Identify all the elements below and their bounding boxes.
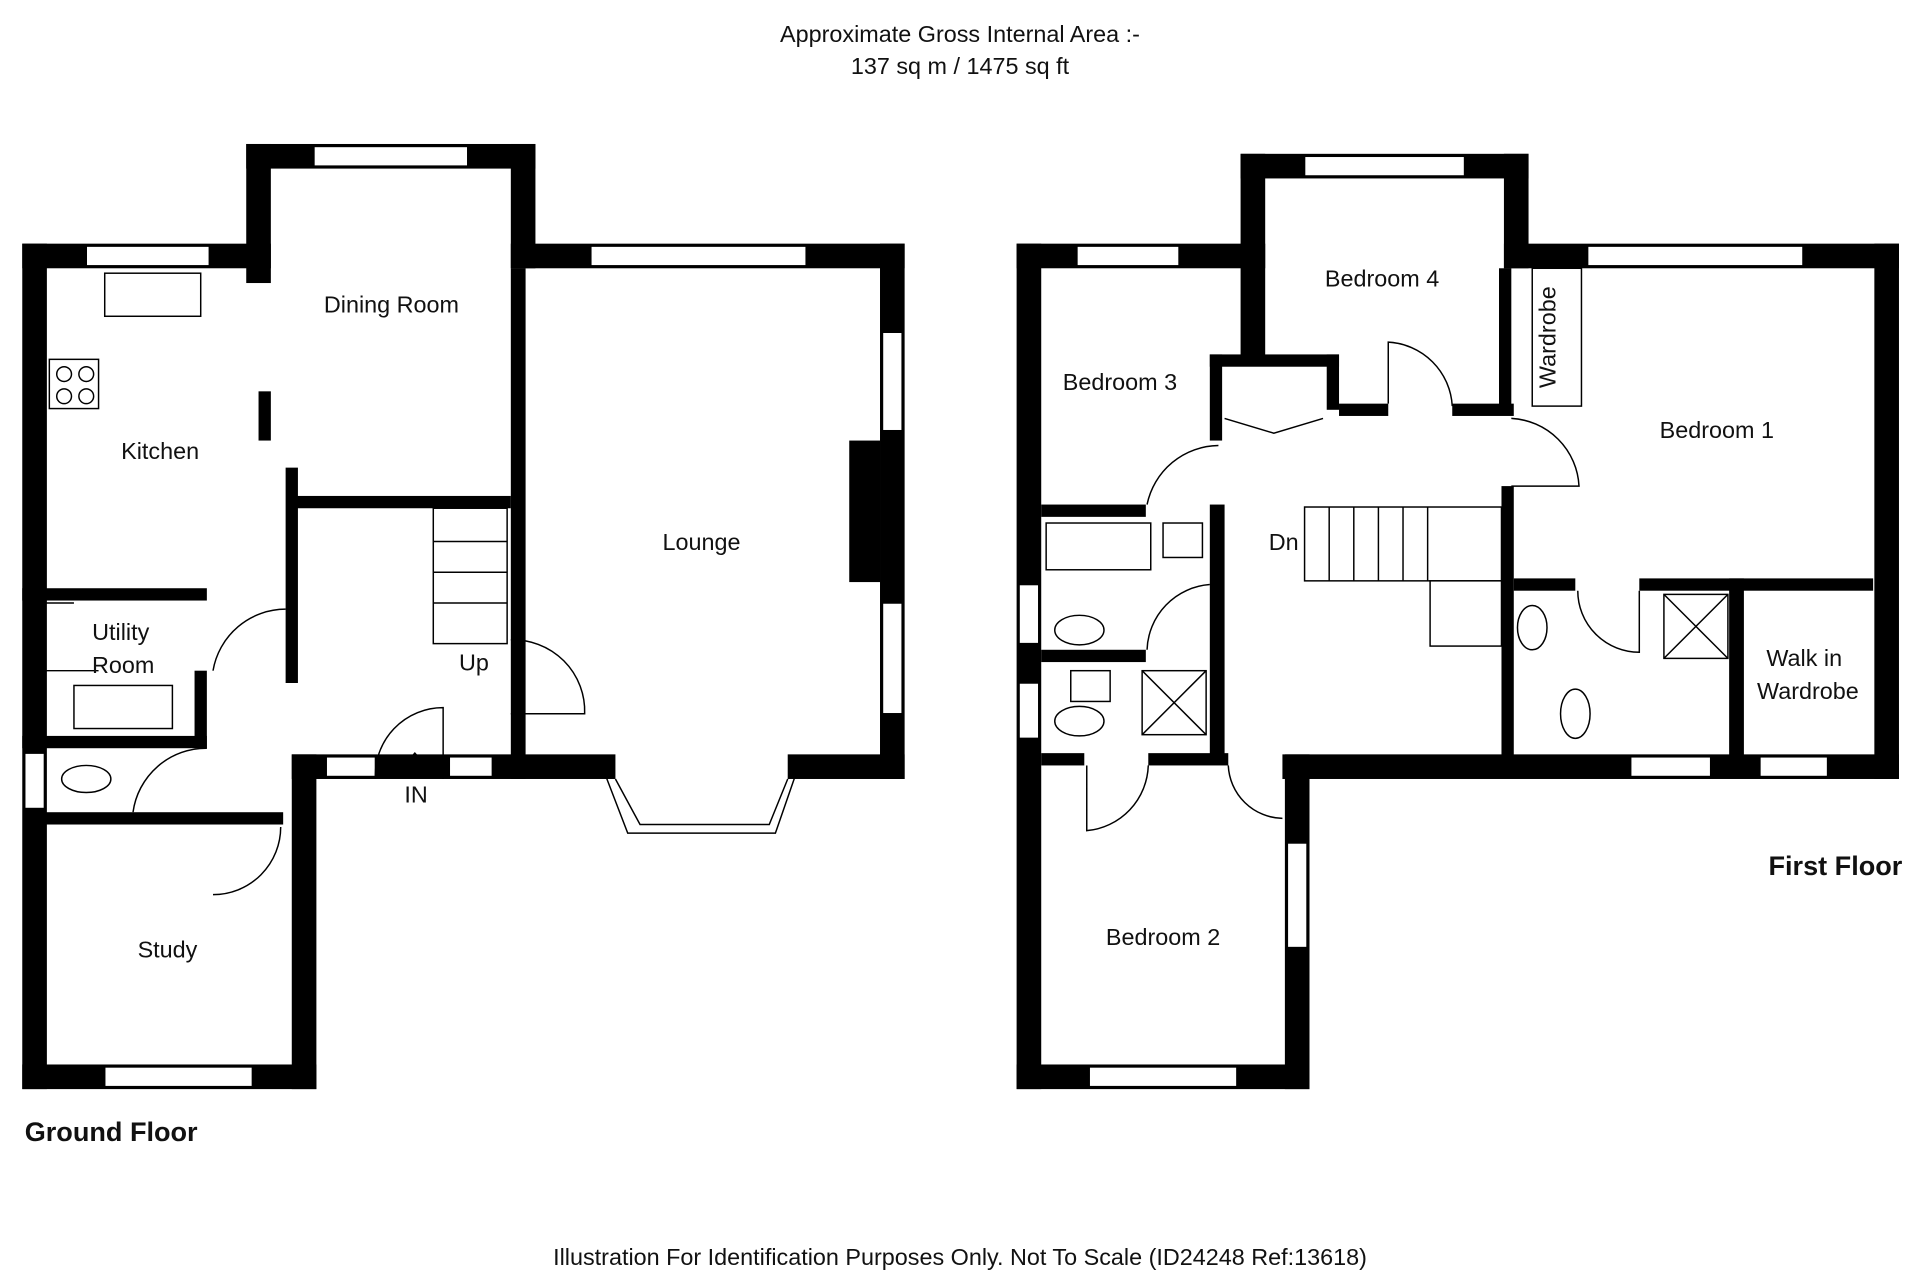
basin-icon [1070,669,1111,703]
ground-floor-walls [22,143,905,1090]
ground-floor-windows [23,145,903,1088]
first-floor-fixtures [1045,267,1729,832]
room-label-utility-room: Room [92,652,154,678]
sink-icon [103,272,202,318]
ground-floor-title: Ground Floor [25,1116,198,1147]
area-value: 137 sq m / 1475 sq ft [851,53,1070,79]
bath-icon [1045,522,1152,571]
first-floor-title: First Floor [1769,850,1903,881]
area-title: Approximate Gross Internal Area :- [780,21,1140,47]
room-label-bedroom-4: Bedroom 4 [1325,266,1439,292]
toilet-icon [60,764,112,794]
wardrobe-label: Wardrobe [1535,286,1561,388]
room-label-dining: Dining Room [324,292,459,318]
room-label-walk-in-wardrobe: Wardrobe [1757,678,1859,704]
toilet-icon [1054,705,1105,737]
room-label-study: Study [138,936,198,962]
room-label-lounge: Lounge [663,529,741,555]
room-label-walk-in: Walk in [1766,645,1842,671]
stairs-up-label: Up [459,650,489,676]
room-label-bedroom-3: Bedroom 3 [1063,369,1177,395]
disclaimer: Illustration For Identification Purposes… [553,1244,1367,1270]
room-label-bedroom-2: Bedroom 2 [1106,924,1220,950]
basin-icon [1162,522,1204,559]
room-label-kitchen: Kitchen [121,438,199,464]
ground-floor-fixtures [29,272,586,896]
first-floor-windows [1018,155,1829,1088]
stairs-down-label: Dn [1269,529,1299,555]
basin-icon [1516,604,1548,651]
wardrobe [1531,267,1583,407]
toilet-icon [1559,688,1591,740]
sink-icon [73,684,174,730]
toilet-icon [1054,614,1105,646]
entrance-label: IN [404,781,427,807]
stairs [432,507,508,645]
first-floor-walls [1016,153,1899,1090]
room-label-bedroom-1: Bedroom 1 [1660,417,1774,443]
room-label-utility: Utility [92,619,149,645]
